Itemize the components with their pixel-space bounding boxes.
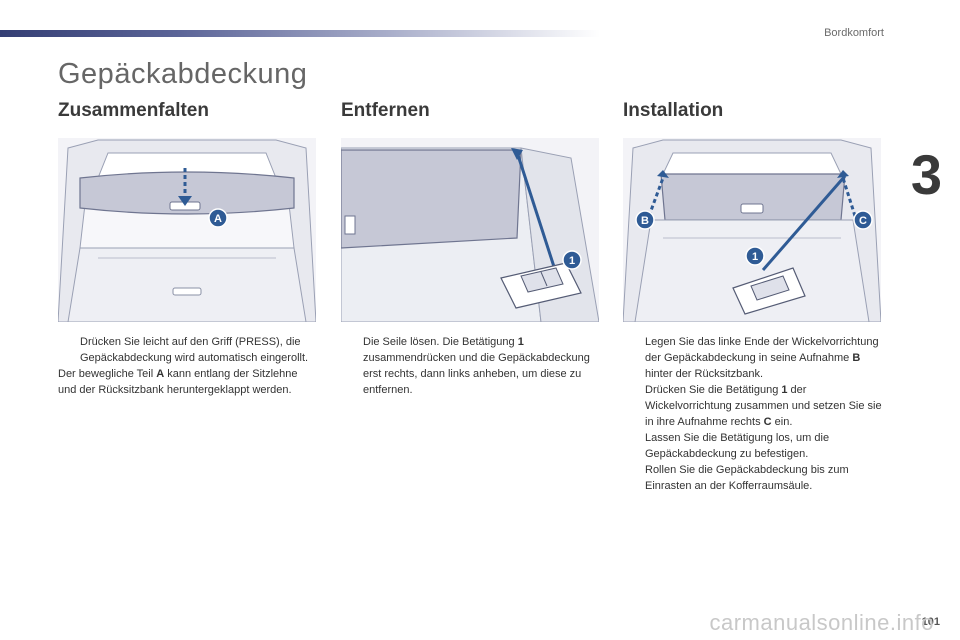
heading-installation: Installation: [623, 100, 724, 121]
watermark: carmanualsonline.info: [709, 610, 934, 635]
page-title: Gepäckabdeckung: [58, 58, 308, 90]
callout-b: B: [641, 215, 649, 227]
illustration-installation: B C 1: [623, 138, 881, 322]
cover-install-illustration: B C 1: [623, 138, 881, 322]
list-item: Drücken Sie die Betätigung 1 der Wickelv…: [645, 384, 882, 428]
trunk-fold-illustration: A: [58, 138, 316, 322]
cover-remove-illustration: 1: [341, 138, 599, 322]
heading-entfernen: Entfernen: [341, 100, 430, 121]
list-item: Rollen Sie die Gepäckabdeckung bis zum E…: [645, 464, 849, 492]
callout-a: A: [214, 213, 222, 225]
illustration-entfernen: 1: [341, 138, 599, 322]
section-label: Bordkomfort: [824, 27, 884, 39]
text-installation: Legen Sie das linke Ende der Wickelvorri…: [623, 334, 885, 494]
heading-zusammenfalten: Zusammenfalten: [58, 100, 209, 121]
list-item: Legen Sie das linke Ende der Wickelvorri…: [645, 336, 879, 380]
list-item: Lassen Sie die Betätigung los, um die Ge…: [645, 432, 830, 460]
header-gradient-bar: [0, 30, 600, 37]
text-zusammenfalten: Drücken Sie leicht auf den Griff (PRESS)…: [58, 334, 318, 398]
callout-1: 1: [569, 255, 575, 267]
callout-1: 1: [752, 251, 758, 263]
text-entfernen: Die Seile lösen. Die Betätigung 1 zusamm…: [341, 334, 597, 398]
illustration-zusammenfalten: A: [58, 138, 316, 322]
callout-c: C: [859, 215, 867, 227]
page-number: 101: [921, 616, 940, 628]
list-item: Drücken Sie leicht auf den Griff (PRESS)…: [80, 336, 309, 364]
list-item: Die Seile lösen. Die Betätigung 1 zusamm…: [363, 336, 590, 396]
chapter-number: 3: [910, 143, 942, 206]
paragraph-bewegliche-teil: Der bewegliche Teil A kann entlang der S…: [58, 368, 298, 396]
